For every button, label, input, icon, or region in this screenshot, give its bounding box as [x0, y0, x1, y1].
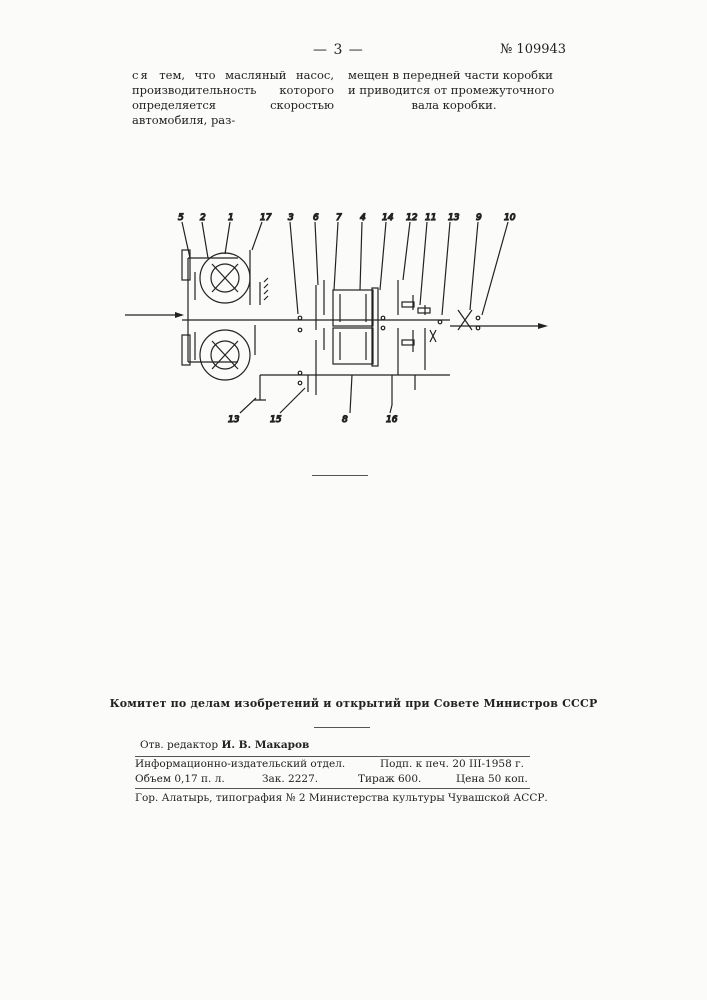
figure-label: 1 — [228, 213, 234, 223]
figure-label: 6 — [313, 213, 319, 223]
figure-label: 8 — [342, 415, 348, 425]
patent-number: № 109943 — [500, 42, 566, 57]
divider — [314, 727, 370, 728]
page-number: — 3 — — [313, 42, 364, 58]
text-line: вала коробки. — [348, 98, 560, 113]
figure-label: 13 — [448, 213, 460, 223]
signed-text: Подп. к печ. 20 III-1958 г. — [380, 758, 524, 770]
print-run-text: Тираж 600. — [358, 773, 421, 785]
divider — [312, 475, 368, 476]
dept-text: Информационно-издательский отдел. — [135, 758, 345, 770]
figure-label: 7 — [336, 213, 342, 223]
transmission-diagram: 5 2 1 17 3 6 7 4 14 12 11 13 9 10 13 15 … — [120, 210, 560, 440]
figure-label: 11 — [425, 213, 436, 223]
figure-label: 12 — [406, 213, 418, 223]
price-text: Цена 50 коп. — [456, 773, 528, 785]
editor-prefix: Отв. редактор — [140, 739, 218, 751]
figure-label: 2 — [200, 213, 206, 223]
figure-label: 3 — [288, 213, 294, 223]
volume-text: Объем 0,17 п. л. — [135, 773, 225, 785]
text-line: мещен в передней части коробки — [348, 68, 560, 83]
figure-label: 14 — [382, 213, 394, 223]
figure-label: 10 — [504, 213, 516, 223]
committee-line: Комитет по делам изобретений и открытий … — [0, 697, 707, 710]
figure-label: 5 — [178, 213, 184, 223]
text-column-left: ся тем, что масляный насос, производител… — [132, 68, 334, 128]
figure-label: 4 — [360, 213, 366, 223]
divider — [135, 756, 530, 757]
divider — [135, 788, 530, 789]
claim-text: тем, что масляный насос, производительно… — [132, 68, 334, 127]
order-text: Зак. 2227. — [262, 773, 318, 785]
figure-label: 16 — [386, 415, 398, 425]
figure-label: 13 — [228, 415, 240, 425]
editor-name: И. В. Макаров — [221, 739, 309, 751]
figure-label: 15 — [270, 415, 282, 425]
figure-label: 17 — [260, 213, 272, 223]
text-column-right: мещен в передней части коробки и приводи… — [348, 68, 560, 113]
editor-line: Отв. редактор И. В. Макаров — [140, 739, 309, 751]
spaced-word: ся — [132, 68, 150, 82]
figure-label: 9 — [476, 213, 482, 223]
text-line: и приводится от промежуточного — [348, 83, 560, 98]
printer-text: Гор. Алатырь, типография № 2 Министерств… — [135, 792, 548, 804]
